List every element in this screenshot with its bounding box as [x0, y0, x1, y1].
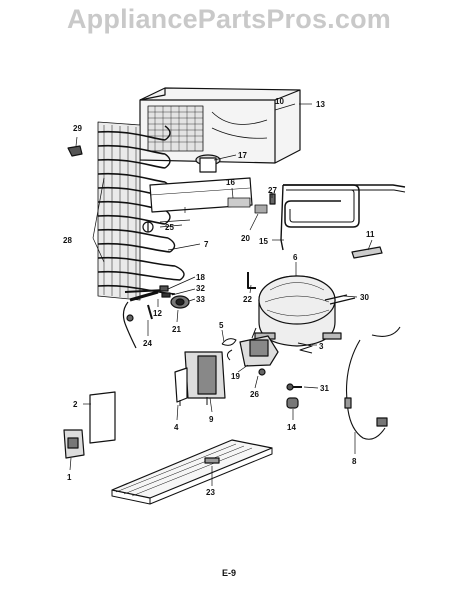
callout-31: 31: [320, 384, 329, 393]
callout-19: 19: [231, 372, 240, 381]
callout-3: 3: [319, 342, 324, 351]
part-11-bracket: [351, 246, 383, 259]
callout-32: 32: [196, 284, 205, 293]
callout-4: 4: [174, 423, 179, 432]
callout-30: 30: [360, 293, 369, 302]
compressor: [251, 275, 356, 347]
callout-8: 8: [352, 457, 357, 466]
callout-13: 13: [316, 100, 325, 109]
callout-29: 29: [73, 124, 82, 133]
clip-29: [67, 145, 83, 157]
part-27: [269, 193, 276, 205]
callout-12: 12: [153, 309, 162, 318]
callout-17: 17: [238, 151, 247, 160]
callout-22: 22: [243, 295, 252, 304]
callout-10: 10: [275, 97, 284, 106]
callout-26: 26: [250, 390, 259, 399]
callout-24: 24: [143, 339, 152, 348]
callout-18: 18: [196, 273, 205, 282]
base-pan-23: [111, 439, 273, 505]
spring-clip: [297, 342, 313, 354]
callout-labels: 28 29 10 13 17 16 25 7 20 27 15 11 6 22 …: [63, 97, 375, 497]
bracket-2: [89, 391, 116, 444]
switch-1: [63, 429, 85, 459]
callout-6: 6: [293, 253, 298, 262]
wire-5: [221, 338, 237, 346]
callout-23: 23: [206, 488, 215, 497]
callout-28: 28: [63, 236, 72, 245]
capacitor-bracket: [174, 351, 226, 406]
callout-leaders: [69, 103, 373, 486]
callout-5: 5: [219, 321, 224, 330]
page-number-label: E-9: [221, 568, 236, 578]
callout-20: 20: [241, 234, 250, 243]
callout-16: 16: [226, 178, 235, 187]
drain-tube-assembly: [122, 285, 190, 349]
condenser-coil: [97, 121, 185, 301]
power-cord: [344, 326, 401, 440]
callout-25: 25: [165, 223, 174, 232]
callout-21: 21: [172, 325, 181, 334]
callout-2: 2: [73, 400, 78, 409]
condenser-tube-loop: [280, 184, 406, 251]
callout-15: 15: [259, 237, 268, 246]
callout-1: 1: [67, 473, 72, 482]
callout-7: 7: [204, 240, 209, 249]
grommet-14: [286, 397, 299, 409]
callout-33: 33: [196, 295, 205, 304]
callout-14: 14: [287, 423, 296, 432]
defrost-heater: [227, 197, 251, 208]
thermostat-clip: [254, 204, 268, 214]
screw-31: [286, 383, 302, 391]
callout-9: 9: [209, 415, 214, 424]
relay-overload: [226, 335, 279, 376]
bracket-22: [247, 272, 256, 289]
evaporator-box: [139, 87, 301, 173]
callout-27: 27: [268, 186, 277, 195]
watermark-text: AppliancePartsPros.com: [66, 4, 391, 34]
defrost-drain-tray: [142, 177, 253, 233]
callout-11: 11: [366, 230, 375, 239]
